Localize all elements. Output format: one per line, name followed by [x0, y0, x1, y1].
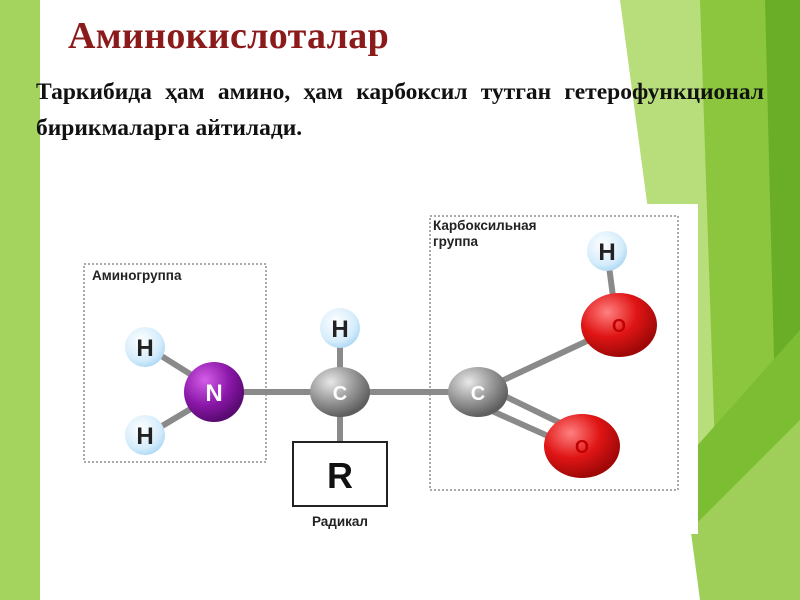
amino-group-box	[83, 263, 267, 463]
svg-text:H: H	[598, 239, 615, 266]
amino-acid-diagram: Аминогруппа Карбоксильная группа H H	[72, 204, 698, 534]
left-green-band-light	[0, 0, 50, 600]
atom-h-amino-top: H	[125, 327, 165, 367]
atom-carbon-carboxyl: C	[448, 367, 508, 417]
svg-text:C: C	[471, 383, 485, 405]
atom-h-amino-bottom: H	[125, 415, 165, 455]
svg-text:N: N	[205, 380, 222, 407]
atom-h-hydroxyl: H	[587, 231, 627, 271]
svg-text:O: O	[575, 437, 589, 457]
carboxyl-group-label-line2: группа	[433, 234, 479, 249]
carboxyl-group-label-line1: Карбоксильная	[433, 218, 537, 233]
amino-group-label: Аминогруппа	[92, 268, 182, 283]
svg-text:R: R	[327, 455, 353, 496]
svg-text:H: H	[136, 335, 153, 362]
radical-label: Радикал	[312, 514, 368, 529]
amino-acid-structure: Аминогруппа Карбоксильная группа H H	[83, 215, 679, 529]
svg-text:H: H	[136, 423, 153, 450]
svg-text:O: O	[612, 316, 626, 336]
slide-description: Таркибида ҳам амино, ҳам карбоксил тутга…	[36, 79, 764, 141]
atom-carbon-alpha: C	[310, 367, 370, 417]
svg-text:H: H	[331, 316, 348, 343]
svg-text:C: C	[333, 383, 347, 405]
radical-box: R	[292, 441, 388, 507]
carboxyl-group-box	[429, 215, 679, 491]
atom-nitrogen: N	[184, 362, 244, 422]
atom-h-alpha: H	[320, 308, 360, 348]
atom-oxygen-carbonyl: O	[544, 414, 620, 478]
slide-title: Аминокислоталар	[68, 15, 390, 57]
atom-oxygen-hydroxyl: O	[581, 293, 657, 357]
